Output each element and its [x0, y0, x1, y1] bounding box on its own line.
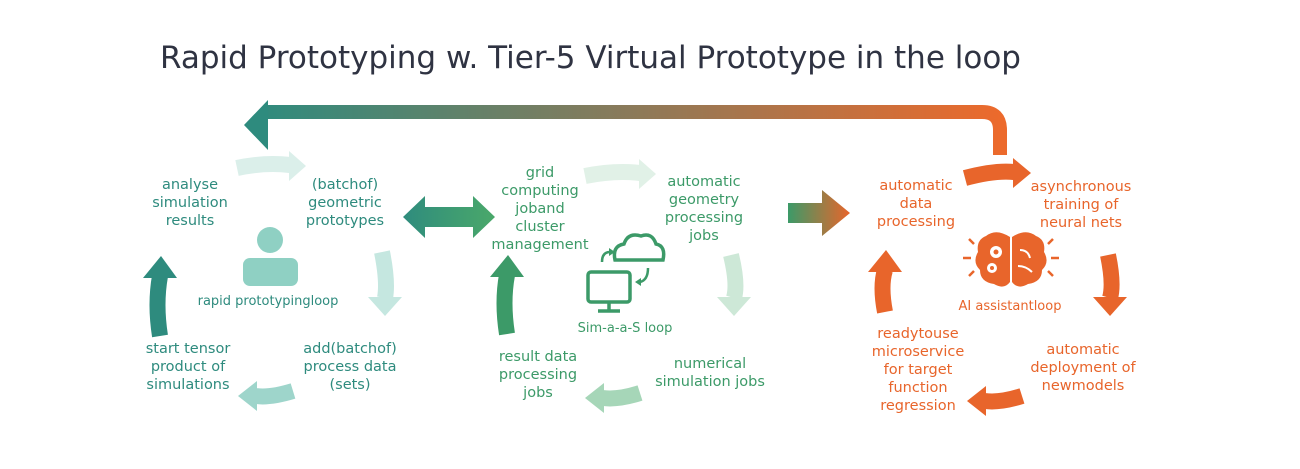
page-title: Rapid Prototyping w. Tier-5 Virtual Prot… — [160, 40, 1021, 76]
step-async-training: asynchronous training of neural nets — [1030, 179, 1132, 231]
loop-name-ai-assistant: AI assistantloop — [958, 299, 1062, 314]
loop2-cycle-arrows — [490, 159, 751, 413]
step-automatic-data-processing: automatic data processing — [876, 178, 956, 230]
step-grid-computing: grid computing joband cluster management — [491, 165, 589, 253]
step-numerical-simulation: numerical simulation jobs — [655, 356, 765, 390]
loop1-cycle-arrows — [143, 151, 402, 411]
step-geometry-processing: automatic geometry processing jobs — [664, 174, 744, 244]
user-icon — [243, 227, 298, 286]
brain-gears-icon — [963, 232, 1059, 287]
computer-cloud-icon — [586, 233, 666, 313]
step-analyse-results: analyse simulation results — [152, 177, 228, 229]
step-add-process-data: add(batchof) process data (sets) — [303, 341, 397, 393]
loop3-cycle-arrows — [868, 158, 1127, 416]
step-microservice: readytouse microservice for target funct… — [871, 326, 965, 414]
step-geometric-prototypes: (batchof) geometric prototypes — [305, 177, 385, 229]
loop-name-rapid-prototyping: rapid prototypingloop — [197, 294, 339, 309]
step-start-tensor-product: start tensor product of simulations — [145, 341, 231, 393]
bidirectional-arrow — [403, 196, 495, 238]
step-deployment-new-models: automatic deployment of newmodels — [1030, 342, 1136, 394]
feedback-arrow-head — [244, 100, 268, 150]
step-result-data-processing: result data processing jobs — [498, 349, 578, 401]
forward-arrow — [788, 190, 850, 236]
feedback-arrow — [268, 105, 1007, 155]
loop-name-sim-aas: Sim-a-a-S loop — [577, 321, 673, 336]
